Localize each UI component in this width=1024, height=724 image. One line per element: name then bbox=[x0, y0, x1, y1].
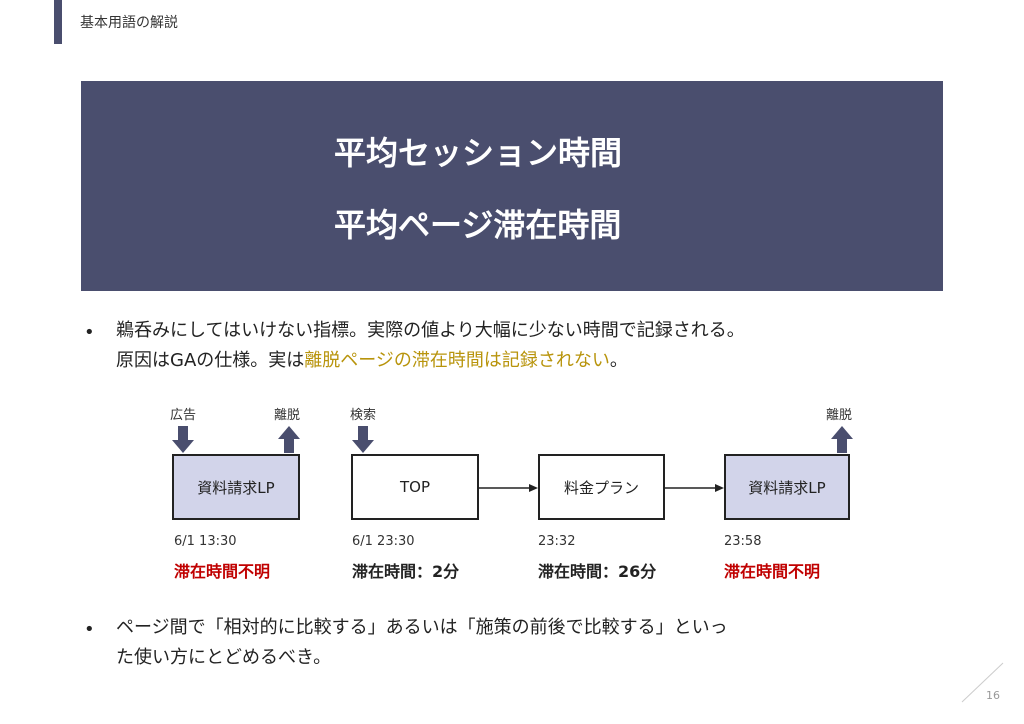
corner-decoration bbox=[961, 662, 1004, 703]
timestamp-1: 6/1 13:30 bbox=[174, 534, 237, 549]
right-arrowhead-icon bbox=[529, 484, 538, 492]
title-line-2: 平均ページ滞在時間 bbox=[334, 206, 622, 244]
duration-2: 滞在時間：2分 bbox=[352, 562, 460, 581]
bullet-2-text: ページ間で「相対的に比較する」あるいは「施策の前後で比較する」といっ た使い方に… bbox=[116, 613, 956, 673]
bullet-1-line-2: 原因はGAの仕様。実は離脱ページの滞在時間は記録されない。 bbox=[116, 346, 956, 376]
duration-1: 滞在時間不明 bbox=[174, 562, 271, 581]
timestamp-2: 6/1 23:30 bbox=[352, 534, 415, 549]
section-label: 基本用語の解説 bbox=[80, 15, 178, 31]
up-arrow-icon bbox=[278, 426, 300, 453]
flow-box-lp-1: 資料請求LP bbox=[172, 454, 300, 520]
flow-box-lp-2: 資料請求LP bbox=[724, 454, 850, 520]
title-line-1: 平均セッション時間 bbox=[334, 134, 623, 172]
page-number: 16 bbox=[986, 689, 1000, 702]
down-arrow-icon bbox=[352, 426, 374, 453]
bullet-2-dot: • bbox=[84, 619, 95, 640]
bullet-1-highlight: 離脱ページの滞在時間は記録されない bbox=[304, 350, 610, 371]
right-arrowhead-icon bbox=[715, 484, 724, 492]
label-search: 検索 bbox=[350, 408, 377, 423]
flow-box-top: TOP bbox=[351, 454, 479, 520]
label-exit-1: 離脱 bbox=[274, 408, 301, 423]
timestamp-4: 23:58 bbox=[724, 534, 762, 549]
bullet-1-dot: • bbox=[84, 322, 95, 343]
up-arrow-icon bbox=[831, 426, 853, 453]
section-accent-bar bbox=[54, 0, 62, 44]
title-banner bbox=[81, 81, 943, 291]
bullet-2-line-1: ページ間で「相対的に比較する」あるいは「施策の前後で比較する」といっ bbox=[116, 617, 728, 638]
bullet-1-line-1: 鵜呑みにしてはいけない指標。実際の値より大幅に少ない時間で記録される。 bbox=[116, 320, 745, 341]
down-arrow-icon bbox=[172, 426, 194, 453]
bullet-1-line-2-prefix: 原因はGAの仕様。実は bbox=[116, 350, 305, 371]
label-ad: 広告 bbox=[170, 408, 197, 423]
bullet-1-line-2-suffix: 。 bbox=[609, 350, 628, 371]
flow-box-pricing: 料金プラン bbox=[538, 454, 665, 520]
label-exit-2: 離脱 bbox=[826, 408, 853, 423]
duration-3: 滞在時間：26分 bbox=[538, 562, 657, 581]
duration-4: 滞在時間不明 bbox=[724, 562, 821, 581]
bullet-2-line-2: た使い方にとどめるべき。 bbox=[116, 647, 332, 668]
timestamp-3: 23:32 bbox=[538, 534, 576, 549]
bullet-1-text: 鵜呑みにしてはいけない指標。実際の値より大幅に少ない時間で記録される。 原因はG… bbox=[116, 316, 956, 376]
